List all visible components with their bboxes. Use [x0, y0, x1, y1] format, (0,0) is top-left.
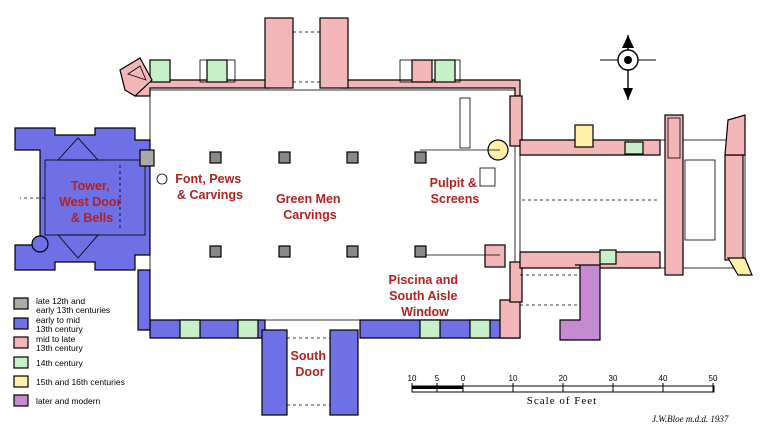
legend-label-late12th: late 12th and early 13th centuries: [36, 296, 110, 315]
pulpit-label: Pulpit & Screens: [430, 176, 481, 206]
vestry: [520, 264, 601, 341]
north-porch: [264, 17, 349, 89]
chancel: [519, 114, 753, 276]
legend-swatch-14th: [13, 356, 29, 369]
scale-tick-label: 0: [461, 374, 466, 383]
legend: late 12th and early 13th centuries early…: [13, 296, 125, 407]
south-window-4: [469, 319, 491, 339]
legend-swatch-early13th: [13, 317, 29, 330]
south-door-label: South Door: [291, 349, 330, 379]
legend-label-14th: 14th century: [36, 358, 84, 368]
area-labels: Tower, West Door & Bells Font, Pews & Ca…: [59, 172, 481, 379]
south-porch: [261, 329, 359, 416]
north-window-2: [206, 59, 228, 83]
early-masonry-block: [139, 149, 155, 167]
piscina-label: Piscina and South Aisle Window: [389, 273, 462, 319]
legend-label-early13th: early to mid 13th century: [36, 315, 84, 334]
north-arrow-icon: [600, 35, 656, 100]
scale-title: Scale of Feet: [527, 395, 597, 407]
north-window-4: [434, 59, 456, 83]
chancel-arch: [484, 95, 523, 303]
interior-fittings: [156, 97, 500, 256]
nave-piers: [209, 151, 427, 258]
tower-label: Tower, West Door & Bells: [59, 179, 125, 225]
chancel-window-n2: [624, 141, 644, 155]
nw-corner-buttress: [119, 57, 153, 97]
legend-swatch-15th: [13, 375, 29, 388]
north-window-1: [149, 59, 171, 83]
font-label: Font, Pews & Carvings: [175, 172, 244, 202]
south-wall: [137, 269, 521, 339]
legend-swatch-modern: [13, 394, 29, 407]
chancel-window-s: [599, 249, 617, 265]
font-icon: [156, 173, 168, 185]
legend-label-15th: 15th and 16th centuries: [36, 377, 125, 387]
scale-tick-label: 10: [408, 374, 417, 383]
legend-swatch-mid13th: [13, 336, 29, 349]
chancel-window-n: [574, 124, 594, 148]
lectern: [479, 167, 496, 187]
south-window-3: [419, 319, 441, 339]
legend-swatch-late12th: [13, 297, 29, 310]
legend-label-mid13th: mid to late 13th century: [36, 334, 84, 353]
legend-label-modern: later and modern: [36, 396, 101, 406]
scale-tick-label: 50: [709, 374, 718, 383]
west-tower: [14, 127, 155, 271]
scale-tick-label: 30: [609, 374, 618, 383]
scale-bar: 10 5 0 10 20 30 40 50 Scale of Feet: [408, 374, 718, 407]
green-men-label: Green Men Carvings: [276, 192, 344, 222]
author-signature: J.W.Bloe m.d.d. 1937: [652, 414, 729, 424]
scale-tick-label: 20: [559, 374, 568, 383]
south-window-2: [237, 319, 259, 339]
scale-tick-label: 40: [659, 374, 668, 383]
altar: [684, 159, 716, 241]
scale-tick-label: 5: [435, 374, 440, 383]
north-window-3: [411, 59, 433, 83]
tower-stair: [31, 235, 49, 253]
scale-tick-label: 10: [509, 374, 518, 383]
south-window-1: [179, 319, 201, 339]
